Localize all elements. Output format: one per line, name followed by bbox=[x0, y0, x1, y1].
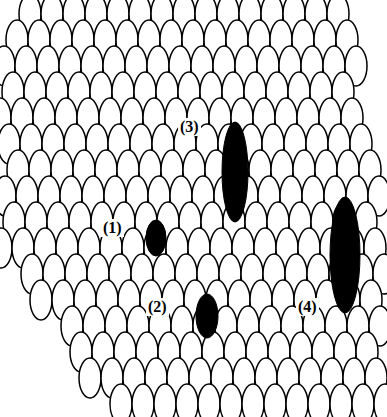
lattice-atom bbox=[374, 384, 387, 417]
substitutional-atom bbox=[196, 294, 218, 338]
callout-number: (3) bbox=[178, 118, 201, 136]
large-defect bbox=[330, 197, 360, 313]
lattice-atom bbox=[30, 280, 52, 320]
lattice-atom bbox=[132, 384, 154, 417]
lattice-atom bbox=[220, 384, 242, 417]
lattice-atom bbox=[352, 384, 374, 417]
lattice-atom bbox=[308, 384, 330, 417]
lattice-atom bbox=[79, 358, 101, 398]
lattice-atom bbox=[286, 384, 308, 417]
callout-number: (1) bbox=[101, 219, 124, 237]
lattice-atom bbox=[330, 384, 352, 417]
lattice-atom bbox=[154, 384, 176, 417]
lattice-atom bbox=[110, 384, 132, 417]
lattice-atom bbox=[198, 384, 220, 417]
interstitial-atom bbox=[146, 220, 166, 256]
callout-number: (4) bbox=[296, 298, 319, 316]
lattice-atom bbox=[176, 384, 198, 417]
lattice-atom bbox=[242, 384, 264, 417]
callout-number: (2) bbox=[146, 298, 169, 316]
lattice-atom bbox=[264, 384, 286, 417]
lattice-atom bbox=[0, 228, 12, 268]
large-defect bbox=[222, 122, 248, 222]
